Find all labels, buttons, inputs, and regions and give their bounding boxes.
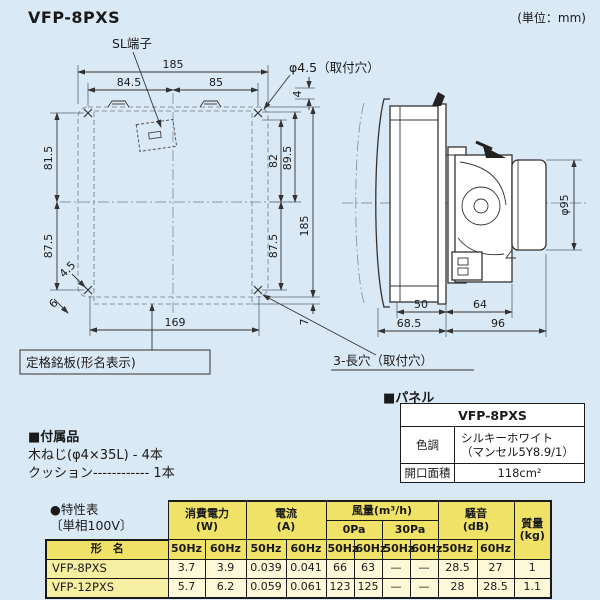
dim-185-top: 185 [163,58,184,71]
spec-hz: 50Hz [245,539,287,560]
spec-data-row-vfp12pxs: VFP-12PXS 5.7 6.2 0.059 0.061 123 125 — … [45,577,553,599]
spec-data-row-vfp8pxs: VFP-8PXS 3.7 3.9 0.039 0.041 66 63 — — 2… [45,558,553,579]
spec-header-mass: 質量 (kg) [513,500,553,560]
spec-value: 0.041 [285,558,327,579]
spec-header-airflow: 風量(m³/h) [325,500,439,521]
spec-caption: ●特性表 〔単相100V〕 [50,502,132,534]
dim-64: 64 [473,298,487,311]
spec-value: 0.039 [245,558,287,579]
dim-phi-95: φ95 [558,194,571,215]
panel-section-heading: ■パネル [383,391,435,406]
spec-value: 123 [325,577,355,599]
spec-header-model: 形 名 [45,538,169,560]
technical-drawing: SL端子 185 84.5 85 φ4.5（取付穴） 4 [19,36,588,375]
spec-value: 0.061 [285,577,327,599]
dim-185-right: 185 [298,216,311,237]
dim-96: 96 [491,317,505,330]
dim-85: 85 [209,76,223,89]
spec-hz: 50Hz [381,539,414,560]
panel-color-value: シルキーホワイト （マンセル5Y8.9/1） [454,426,585,464]
dim-81-5: 81.5 [42,146,55,171]
dim-4: 4 [291,91,304,98]
spec-value: 1 [513,558,553,579]
spec-value: 28.5 [476,577,515,599]
spec-value: 0.059 [245,577,287,599]
dim-7: 7 [298,319,311,326]
dim-87-5-right: 87.5 [267,234,280,259]
spec-value: — [381,558,411,579]
spec-header-30pa: 30Pa [381,520,439,540]
spec-header-current: 電流 (A) [245,500,327,540]
spec-hz: 60Hz [353,539,386,560]
spec-value: 28 [437,577,478,599]
spec-hz: 60Hz [409,539,442,560]
dim-68-5: 68.5 [397,317,422,330]
spec-value: 5.7 [167,577,206,599]
spec-value: 3.9 [204,558,247,579]
spec-model-name: VFP-12PXS [45,577,169,599]
panel-area-row: 開口面積 118cm² [400,463,585,483]
spec-value: 28.5 [437,558,478,579]
spec-hz: 50Hz [325,539,358,560]
spec-hz: 50Hz [167,539,206,560]
spec-value: 66 [325,558,355,579]
accessories-block: ■付属品 木ねじ(φ4×35L) - 4本 クッション------------ … [28,429,175,483]
spec-model-name: VFP-8PXS [45,558,169,579]
dim-84-5: 84.5 [117,76,142,89]
dim-82: 82 [267,154,280,168]
spec-header-noise: 騒音 (dB) [437,500,515,540]
spec-hz: 60Hz [285,539,327,560]
sl-terminal-label: SL端子 [112,36,152,51]
spec-value: 3.7 [167,558,206,579]
spec-header-power: 消費電力 (W) [167,500,247,540]
spec-hz: 50Hz [437,539,478,560]
spec-hz: 60Hz [204,539,247,560]
panel-area-label: 開口面積 [400,463,455,483]
spec-header-0pa: 0Pa [325,520,383,540]
panel-table: VFP-8PXS 色調 シルキーホワイト （マンセル5Y8.9/1） 開口面積 … [400,403,585,483]
spec-header-row-2: 0Pa 30Pa [46,520,551,540]
accessories-line-cushion: クッション------------ 1本 [28,466,175,481]
panel-table-header-row: VFP-8PXS [400,403,585,427]
spec-caption-line1: ●特性表 [50,502,99,517]
spec-value: — [409,558,439,579]
dim-89-5: 89.5 [281,146,294,171]
dim-169: 169 [165,316,186,329]
spec-caption-line2: 〔単相100V〕 [50,518,133,533]
accessories-heading: ■付属品 [28,430,80,445]
spec-hz: 60Hz [476,539,515,560]
spec-value: 63 [353,558,383,579]
panel-area-value: 118cm² [454,463,585,483]
nameplate-label: 定格銘板(形名表示) [26,355,136,370]
dim-87-5-left: 87.5 [42,234,55,259]
slot-hole-label: 3-長穴（取付穴） [333,353,433,368]
spec-value: 27 [476,558,515,579]
spec-value: 125 [353,577,383,599]
spec-value: 1.1 [513,577,553,599]
sl-terminal-box [135,118,178,152]
dim-50: 50 [414,298,428,311]
unit-note: (単位：mm) [517,11,586,25]
panel-color-row: 色調 シルキーホワイト （マンセル5Y8.9/1） [400,426,585,464]
side-view: φ95 50 64 68.5 96 [342,92,588,337]
front-view: SL端子 185 84.5 85 φ4.5（取付穴） 4 [19,36,474,375]
panel-model: VFP-8PXS [400,403,585,427]
phi-4-5-label: φ4.5（取付穴） [289,60,380,75]
spec-value: 6.2 [204,577,247,599]
accessories-line-screws: 木ねじ(φ4×35L) - 4本 [28,448,163,463]
spec-value: — [381,577,411,599]
dim-6-slot: 6 [46,296,60,310]
spec-table: 消費電力 (W) 電流 (A) 風量(m³/h) 騒音 (dB) 質量 (kg)… [45,500,553,599]
spec-value: — [409,577,439,599]
spec-header-row-3: 形 名 50Hz 60Hz 50Hz 60Hz 50Hz 60Hz 50Hz 6… [45,538,551,560]
page-title: VFP-8PXS [28,8,121,27]
panel-color-label: 色調 [400,426,455,464]
